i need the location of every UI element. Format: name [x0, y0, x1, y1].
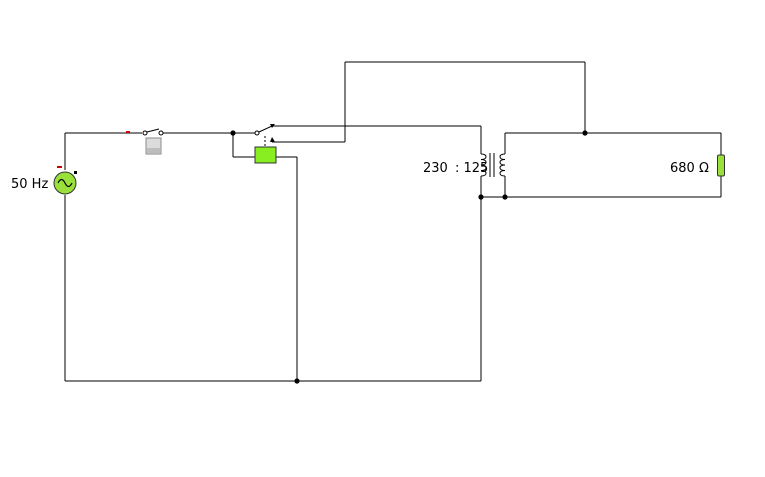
- switch-blade: [146, 128, 160, 133]
- load-resistor[interactable]: [717, 154, 725, 177]
- source-polarity-marker: [57, 166, 62, 168]
- source-frequency-label: 50 Hz: [11, 177, 48, 192]
- switch-terminal-left: [142, 130, 148, 136]
- switch-marker: [126, 131, 130, 133]
- ac-source[interactable]: [53, 166, 77, 195]
- manual-switch[interactable]: [126, 128, 164, 155]
- primary-winding: [480, 153, 487, 177]
- relay-contact-blade: [258, 125, 273, 133]
- wires: [64, 61, 722, 382]
- junction-dot: [582, 130, 588, 136]
- junctions: [230, 130, 588, 384]
- switch-button-shade: [147, 148, 160, 153]
- resistor-value-label: 680 Ω: [670, 161, 709, 176]
- relay-nc-contact: [270, 137, 275, 142]
- relay-coil[interactable]: [254, 146, 277, 164]
- source-terminal-marker: [74, 171, 77, 174]
- relay-no-contact: [270, 124, 275, 128]
- secondary-winding: [499, 153, 506, 177]
- transformer-ratio-secondary: : 125: [455, 161, 488, 176]
- junction-dot: [230, 130, 236, 136]
- junction-dot: [294, 378, 300, 384]
- relay[interactable]: [254, 124, 277, 164]
- relay-common-terminal: [254, 130, 260, 136]
- transformer-ratio-primary: 230: [423, 161, 448, 176]
- sine-wave-icon: [57, 178, 73, 188]
- transformer[interactable]: [480, 153, 506, 177]
- resistor-body[interactable]: [717, 154, 725, 177]
- junction-dot: [502, 194, 508, 200]
- junction-dot: [478, 194, 484, 200]
- switch-terminal-right: [158, 130, 164, 136]
